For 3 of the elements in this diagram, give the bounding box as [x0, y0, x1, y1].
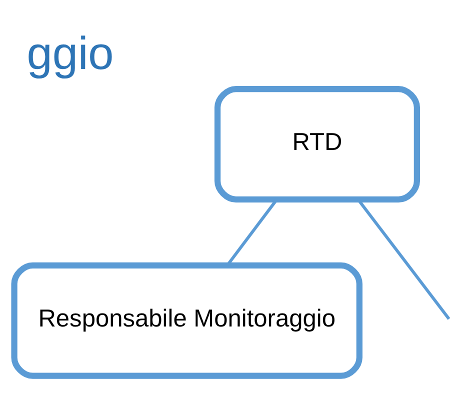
node-box: RTD — [214, 85, 420, 202]
node-box: Responsabile Monitoraggio — [11, 262, 362, 378]
diagram-title: ggio — [26, 26, 114, 79]
